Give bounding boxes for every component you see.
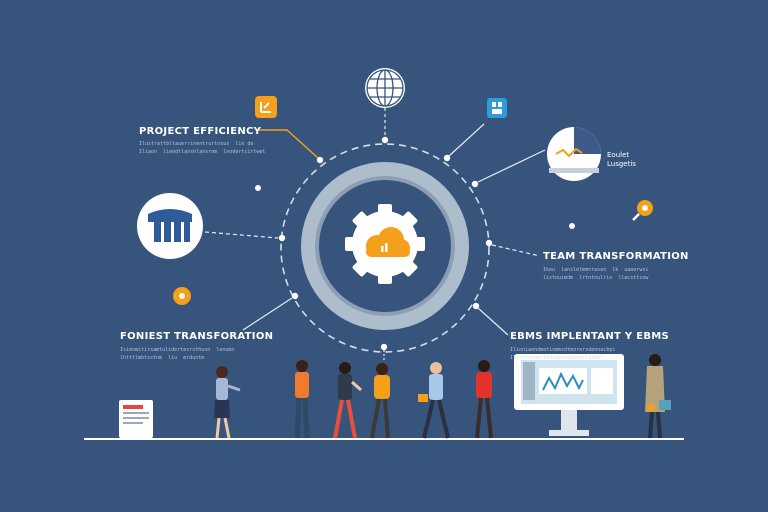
budget-label: Eoulet Lusgetis [607,151,636,168]
cloud-small-icon [173,287,191,305]
person-4 [370,363,390,439]
person-5 [418,362,450,439]
person-1 [214,366,241,439]
project-efficiency-text: Ilustrattbltauerrinentrurtosus lin de Il… [139,141,266,155]
device-icon [487,98,507,118]
chart-up-icon [255,96,277,118]
person-7 [645,354,671,439]
forest-transformation-title: FONIEST TRANSFORATION [120,331,274,342]
orbit-nodes [255,136,575,351]
ebms-implementation-text: Ilioniaendmetiommsdtmnrersdennacbpi Ilit… [510,347,616,361]
monitor-display [514,354,624,436]
cloud-gear-icon [345,204,425,284]
people-group [214,354,671,439]
person-6 [475,360,493,439]
building-icon [137,193,203,259]
pie-chart-icon [547,127,601,181]
forest-transformation-text: Isienmitirsamtulidertesrsthusn lenomn lh… [120,347,235,361]
connector-lines [204,108,546,362]
sign-stand [119,400,153,438]
magnifier-icon [632,200,653,221]
team-transformation-text: Ikeu lanslelmmnrasen lk uaeerwsi lixtoui… [543,267,649,281]
person-2 [294,360,310,439]
person-3 [333,362,362,439]
outer-dashed-orbit [280,143,490,353]
globe-icon [365,68,405,108]
project-efficiency-title: PROJECT EFFICIENCY [139,126,262,137]
team-transformation-title: TEAM TRANSFORMATION [543,251,689,262]
ebms-implementation-title: EBMS IMPLENTANT Y EBMS [510,331,670,342]
